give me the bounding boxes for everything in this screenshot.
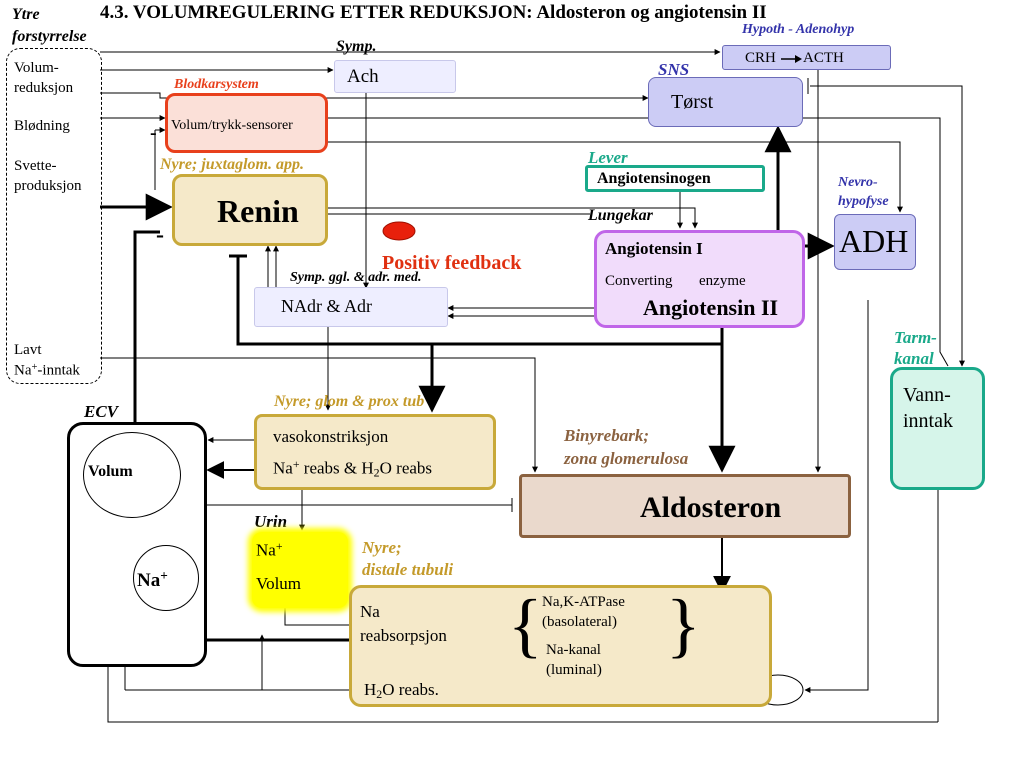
hypoth-label: Hypoth - Adenohyp <box>742 22 855 37</box>
volum-reduksjon-label-2: reduksjon <box>14 80 74 96</box>
page-title: 4.3. VOLUMREGULERING ETTER REDUKSJON: Al… <box>100 2 767 23</box>
nevro-label: Nevro- <box>838 175 878 190</box>
distale-label-2: distale tubuli <box>362 560 454 579</box>
aldosteron-text: Aldosteron <box>640 491 782 524</box>
lavt-label: Lavt <box>14 342 42 358</box>
urin-volum-text: Volum <box>256 574 302 593</box>
ecv-label: ECV <box>84 402 119 421</box>
sensor-box: Volum/trykk-sensorer <box>165 93 328 153</box>
na-text: Na+ <box>137 568 168 591</box>
kanal-label: kanal <box>894 349 934 368</box>
minus-sign-1: - <box>150 122 157 144</box>
symp-label: Symp. <box>336 38 377 55</box>
distale-box <box>349 585 772 707</box>
ytre-group-box <box>6 48 102 384</box>
vasokon-text: vasokonstriksjon <box>273 427 389 446</box>
lever-label: Lever <box>588 148 628 167</box>
ytre-heading: Ytre <box>12 6 40 23</box>
sns-label: SNS <box>658 60 690 79</box>
volum-circle: Volum <box>83 432 181 518</box>
nyre-glom-label: Nyre; glom & prox tub <box>274 393 425 410</box>
svette-label-2: produksjon <box>14 178 82 194</box>
ytre-heading-2: forstyrrelse <box>12 28 87 45</box>
angiotensin-box: Angiotensin I Converting enzyme Angioten… <box>594 230 805 328</box>
crh-text: CRH <box>745 50 776 66</box>
nakanal-text-2: (luminal) <box>546 662 602 678</box>
enzyme-text: enzyme <box>699 273 746 289</box>
renin-text: Renin <box>217 193 299 229</box>
brace-open: { <box>508 585 543 665</box>
positive-feedback-marker <box>382 221 416 241</box>
torst-box: Tørst <box>648 77 803 127</box>
blodkar-label: Blodkarsystem <box>174 77 259 92</box>
angiotensinogen-text: Angiotensinogen <box>597 170 711 187</box>
tarm-label: Tarm- <box>894 328 937 347</box>
blodning-label: Blødning <box>14 118 70 134</box>
zona-label: zona glomerulosa <box>564 449 689 468</box>
urin-na-text: Na+ <box>256 539 283 560</box>
na-circle: Na+ <box>133 545 199 611</box>
binyre-label: Binyrebark; <box>564 426 649 445</box>
na-inntak-label: Na+-inntak <box>14 362 80 379</box>
positive-feedback-label: Positiv feedback <box>382 252 522 274</box>
angiotensinogen-box: Angiotensinogen <box>585 165 765 192</box>
nadr-box: NAdr & Adr <box>254 287 448 327</box>
adh-text: ADH <box>839 223 909 259</box>
atpase-text-2: (basolateral) <box>542 614 617 630</box>
brace-close: } <box>666 585 701 665</box>
svette-label: Svette- <box>14 158 57 174</box>
adh-box: ADH <box>834 214 916 270</box>
aldosteron-box: Aldosteron <box>519 474 851 538</box>
crh-acth-box: CRH ACTH <box>722 45 891 70</box>
na-reabs-text: Na <box>360 602 380 621</box>
na-reabs-text-2: reabsorpsjon <box>360 626 447 645</box>
crh-acth-arrow <box>781 55 802 63</box>
vanninntak-box: Vann- inntak <box>890 367 985 490</box>
distale-label: Nyre; <box>362 538 402 557</box>
torst-text: Tørst <box>671 91 714 113</box>
urin-label: Urin <box>254 512 288 531</box>
converting-text: Converting <box>605 273 673 289</box>
sensor-text: Volum/trykk-sensorer <box>171 118 293 133</box>
minus-sign-2: - <box>156 222 164 248</box>
ang2-text: Angiotensin II <box>643 295 779 320</box>
ach-text: Ach <box>347 66 379 87</box>
nyre-jux-label: Nyre; juxtaglom. app. <box>160 156 304 173</box>
nadr-text: NAdr & Adr <box>281 296 372 316</box>
volum-reduksjon-label: Volum- <box>14 60 59 76</box>
h2o-reabs-text: H2O reabs. <box>364 680 439 701</box>
ang1-text: Angiotensin I <box>605 239 703 258</box>
inntak-text: inntak <box>903 410 953 432</box>
renin-box: Renin <box>172 174 328 246</box>
vann-text: Vann- <box>903 384 951 406</box>
ach-box: Ach <box>334 60 456 93</box>
symp-ggl-label: Symp. ggl. & adr. med. <box>290 270 422 285</box>
nakanal-text: Na-kanal <box>546 642 601 658</box>
urin-box: Na+ Volum <box>252 532 348 608</box>
acth-text: ACTH <box>803 50 844 66</box>
volum-text: Volum <box>88 463 133 480</box>
reabs-text: Na+ reabs & H2O reabs <box>273 457 433 480</box>
glom-box: vasokonstriksjon Na+ reabs & H2O reabs <box>254 414 496 490</box>
lungekar-label: Lungekar <box>588 207 653 224</box>
atpase-text: Na,K-ATPase <box>542 594 625 610</box>
hypofyse-label: hypofyse <box>838 194 889 209</box>
